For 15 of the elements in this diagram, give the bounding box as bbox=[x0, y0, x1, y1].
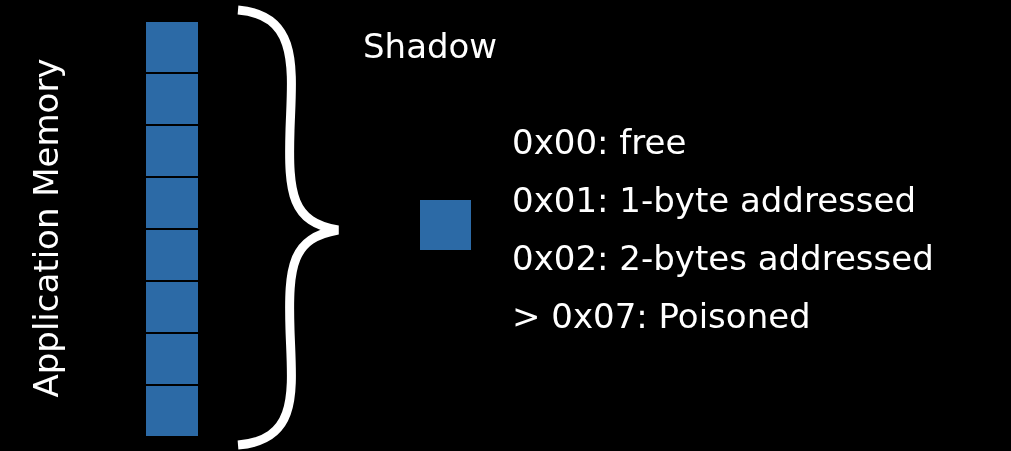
memory-block bbox=[146, 386, 198, 436]
memory-block bbox=[146, 334, 198, 384]
memory-block bbox=[146, 126, 198, 176]
memory-block bbox=[146, 178, 198, 228]
memory-block bbox=[146, 74, 198, 124]
shadow-title: Shadow bbox=[363, 26, 498, 66]
legend-text: 0x01: 1-byte addressed bbox=[512, 180, 916, 220]
memory-block bbox=[146, 282, 198, 332]
axis-title: Application Memory bbox=[25, 58, 66, 398]
legend-text: 0x00: free bbox=[512, 122, 687, 162]
memory-block bbox=[146, 230, 198, 280]
memory-block bbox=[146, 22, 198, 72]
legend-text: > 0x07: Poisoned bbox=[512, 296, 811, 336]
legend-text: 0x02: 2-bytes addressed bbox=[512, 238, 934, 278]
shadow-block bbox=[420, 200, 471, 250]
